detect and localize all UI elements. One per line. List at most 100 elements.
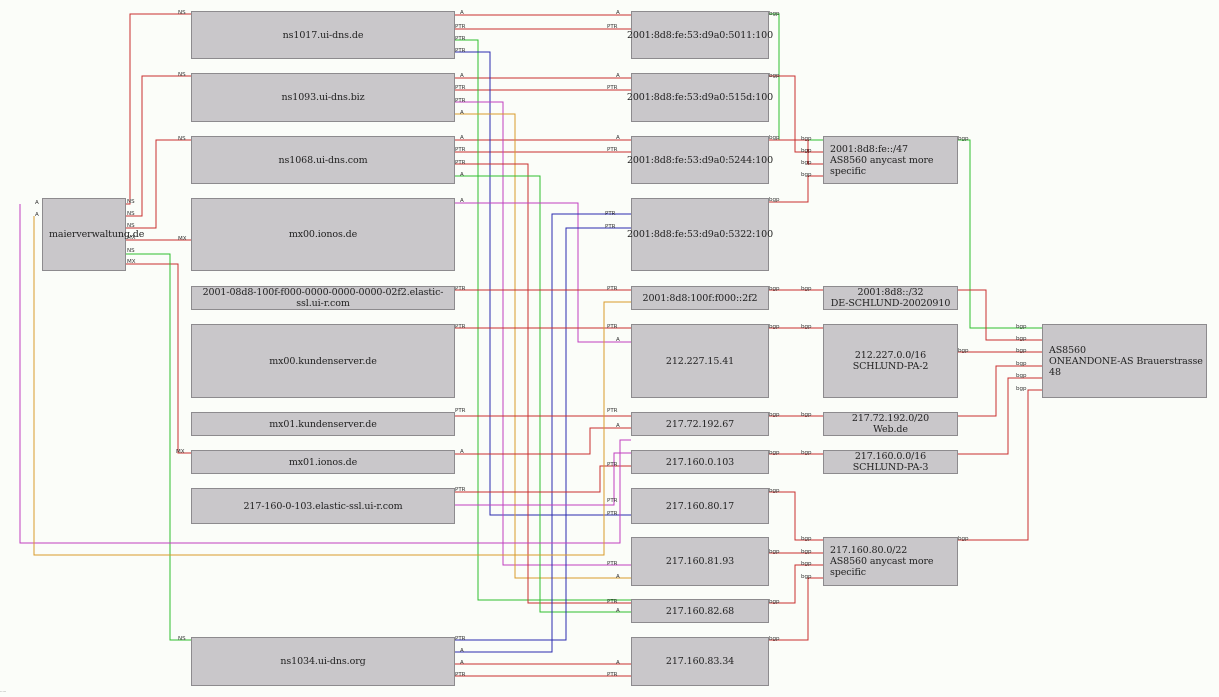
node-ip-515d[interactable]: 2001:8d8:fe:53:d9a0:515d:100 <box>627 73 773 122</box>
node-ip-212-227-15-41[interactable]: 212.227.15.41 <box>631 324 769 398</box>
edge-label-bgp: bgp <box>801 450 812 456</box>
node-mx00-kundenserver[interactable]: mx00.kundenserver.de <box>191 324 455 398</box>
edge-label-a: A <box>35 212 39 218</box>
node-label: 2001:8d8:fe:53:d9a0:5322:100 <box>626 229 774 240</box>
edge-label-ptr: PTR <box>455 48 466 54</box>
edge-label-ptr: PTR <box>607 408 618 414</box>
edge-label-a: A <box>460 172 464 178</box>
edge-label-bgp: bgp <box>769 549 780 555</box>
edge-label-bgp: bgp <box>801 160 812 166</box>
node-elastic-103[interactable]: 217-160-0-103.elastic-ssl.ui-r.com <box>191 488 455 524</box>
edge-label-bgp: bgp <box>801 536 812 542</box>
node-label: maierverwaltung.de <box>49 229 145 240</box>
edge-label-ns: NS <box>127 211 135 217</box>
edge-label-a: A <box>460 449 464 455</box>
edge-label-a: A <box>616 135 620 141</box>
edge-label-mx: MX <box>127 259 136 265</box>
edge-a <box>455 175 631 613</box>
edge-a <box>33 216 631 556</box>
node-ip-2f2[interactable]: 2001:8d8:100f:f000::2f2 <box>631 286 769 310</box>
edge-label-ns: NS <box>127 223 135 229</box>
edge-label-bgp: bgp <box>769 197 780 203</box>
edge-label-ptr: PTR <box>607 85 618 91</box>
edge-label-bgp: bgp <box>958 536 969 542</box>
node-label: 217.72.192.67 <box>665 418 735 430</box>
node-ip-217-160-0-103[interactable]: 217.160.0.103 <box>631 450 769 474</box>
edge-ptr <box>455 39 631 601</box>
node-ns1093[interactable]: ns1093.ui-dns.biz <box>191 73 455 122</box>
edge-label-ptr: PTR <box>607 462 618 468</box>
edge-label-ptr: PTR <box>607 511 618 517</box>
edge-label-ptr: PTR <box>455 24 466 30</box>
edge-label-ns: NS <box>178 136 186 142</box>
node-elastic-2f2[interactable]: 2001-08d8-100f-f000-0000-0000-0000-02f2.… <box>191 286 455 310</box>
edge-label-ptr: PTR <box>455 672 466 678</box>
edge-label-bgp: bgp <box>801 136 812 142</box>
prefix-line: 2001:8d8:fe::/47 <box>830 143 908 155</box>
edge-label-a: A <box>460 110 464 116</box>
node-ip-217-160-80-17[interactable]: 217.160.80.17 <box>631 488 769 524</box>
node-label: mx00.kundenserver.de <box>269 355 377 367</box>
node-ns1068[interactable]: ns1068.ui-dns.com <box>191 136 455 184</box>
edge-label-bgp: bgp <box>769 412 780 418</box>
edge-label-ptr: PTR <box>455 160 466 166</box>
node-label: 2001:8d8:100f:f000::2f2 <box>642 292 758 304</box>
edge-label-bgp: bgp <box>1016 336 1027 342</box>
edge-label-ns: NS <box>127 199 135 205</box>
edge-bgp <box>769 577 823 641</box>
edge-label-a: A <box>616 10 620 16</box>
node-ip-217-72-192-67[interactable]: 217.72.192.67 <box>631 412 769 436</box>
edge-label-bgp: bgp <box>769 450 780 456</box>
edge-label-bgp: bgp <box>769 636 780 642</box>
edge-label-a: A <box>460 10 464 16</box>
edge-label-ptr: PTR <box>607 599 618 605</box>
edge-label-bgp: bgp <box>769 488 780 494</box>
node-label: 217.160.83.34 <box>665 656 735 667</box>
node-maierverwaltung[interactable]: maierverwaltung.de <box>42 198 144 271</box>
edge-label-bgp: bgp <box>958 136 969 142</box>
node-ip-5244[interactable]: 2001:8d8:fe:53:d9a0:5244:100 <box>627 136 773 184</box>
node-mx01-kundenserver[interactable]: mx01.kundenserver.de <box>191 412 455 436</box>
edge-bgp <box>958 377 1042 455</box>
node-label: 2001:8d8:fe:53:d9a0:5011:100 <box>626 29 774 41</box>
node-mx00-ionos[interactable]: mx00.ionos.de <box>191 198 455 271</box>
edge-label-a: A <box>616 337 620 343</box>
edge-label-bgp: bgp <box>801 549 812 555</box>
node-ip-217-160-81-93[interactable]: 217.160.81.93 <box>631 537 769 586</box>
prefix-owner: AS8560 anycast more specific <box>830 556 934 578</box>
edge-label-ptr: PTR <box>605 211 616 217</box>
edge-label-a: A <box>616 660 620 666</box>
node-label: 212.227.15.41 <box>665 355 735 367</box>
prefix-line: 217.160.80.0/22 <box>830 545 908 556</box>
edge-ptr <box>455 452 631 506</box>
edge-label-bgp: bgp <box>801 412 812 418</box>
edge-bgp <box>769 564 823 604</box>
node-ip-217-160-82-68[interactable]: 217.160.82.68 <box>631 599 769 623</box>
node-ip-5011[interactable]: 2001:8d8:fe:53:d9a0:5011:100 <box>627 11 773 59</box>
edge-label-ptr: PTR <box>455 408 466 414</box>
edge-label-a: A <box>616 423 620 429</box>
prefix-line: 212.227.0.0/16 <box>854 350 927 361</box>
edge-label-a: A <box>460 198 464 204</box>
node-ip-5322[interactable]: 2001:8d8:fe:53:d9a0:5322:100 <box>627 198 773 271</box>
node-label: mx01.kundenserver.de <box>269 418 377 430</box>
edge-ptr <box>455 213 631 653</box>
node-ip-217-160-83-34[interactable]: 217.160.83.34 <box>631 637 769 686</box>
edge-label-ptr: PTR <box>455 85 466 91</box>
node-ns1017[interactable]: ns1017.ui-dns.de <box>191 11 455 59</box>
node-label: 217.160.0.103 <box>665 456 735 468</box>
edge-label-ns: NS <box>127 248 135 254</box>
edge-mx <box>126 263 191 454</box>
edge-label-mx: MX <box>176 449 185 455</box>
node-label: 217.160.81.93 <box>665 556 735 567</box>
node-mx01-ionos[interactable]: mx01.ionos.de <box>191 450 455 474</box>
node-ns1034[interactable]: ns1034.ui-dns.org <box>191 637 455 686</box>
edge-label-bgp: bgp <box>1016 386 1027 392</box>
